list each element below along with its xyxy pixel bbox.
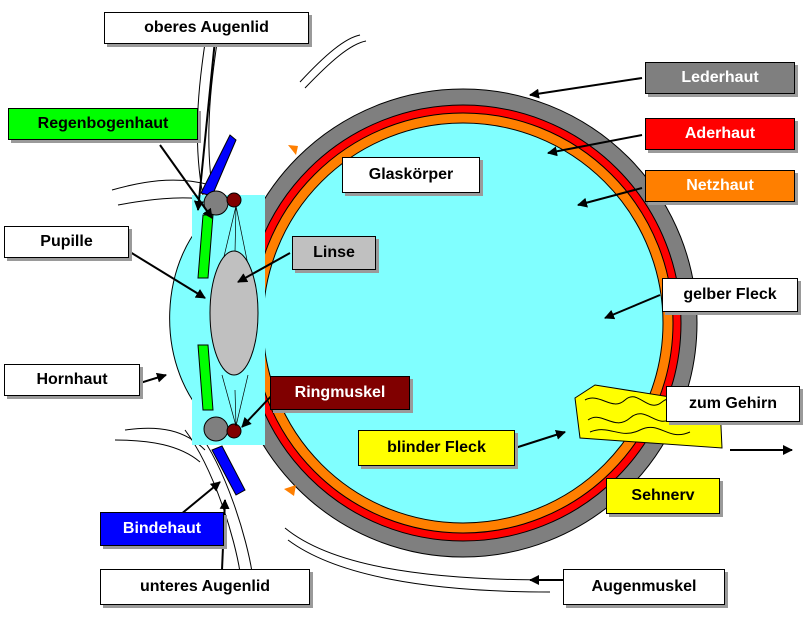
- arrow-blinder-fleck: [514, 429, 566, 449]
- iris-lower: [197, 344, 214, 411]
- label-zum-gehirn: zum Gehirn: [666, 386, 800, 422]
- label-netzhaut: Netzhaut: [645, 170, 795, 202]
- arrow-ringmuskel: [241, 391, 276, 428]
- arrow-pupille: [129, 251, 206, 299]
- label-augenmuskel: Augenmuskel: [563, 569, 725, 605]
- ringmuskel-upper: [226, 192, 242, 208]
- label-oberes-augenlid: oberes Augenlid: [104, 12, 309, 44]
- arrow-lederhaut: [529, 77, 643, 99]
- ringmuskel-lower: [226, 423, 242, 439]
- label-pupille: Pupille: [4, 226, 129, 258]
- lower-knob: [203, 416, 229, 442]
- label-aderhaut: Aderhaut: [645, 118, 795, 150]
- pointer-arrows: [129, 39, 793, 585]
- label-blinder-fleck: blinder Fleck: [358, 430, 515, 466]
- zonular-fibers: [221, 205, 249, 427]
- arrow-oberes-augenlid: [193, 39, 216, 211]
- label-linse: Linse: [292, 236, 376, 270]
- arrow-bindehaut: [179, 481, 221, 516]
- label-ringmuskel: Ringmuskel: [270, 376, 410, 410]
- linse-lens: [209, 250, 259, 376]
- arrow-regenbogenhaut: [159, 144, 213, 219]
- bindehaut-lower: [211, 445, 246, 496]
- label-unteres-augenlid: unteres Augenlid: [100, 569, 310, 605]
- label-lederhaut: Lederhaut: [645, 62, 795, 94]
- arrow-aderhaut: [547, 134, 643, 157]
- label-bindehaut: Bindehaut: [100, 512, 224, 546]
- arrow-netzhaut: [577, 187, 643, 208]
- label-gelber-fleck: gelber Fleck: [662, 278, 798, 312]
- arrow-hornhaut: [139, 372, 167, 384]
- arrow-linse: [237, 252, 291, 283]
- bindehaut-upper: [200, 134, 237, 197]
- notch-lower: [284, 485, 296, 496]
- label-regenbogenhaut: Regenbogenhaut: [8, 108, 198, 140]
- arrow-gelber-fleck: [604, 294, 661, 320]
- notch-upper: [288, 145, 298, 155]
- label-sehnerv: Sehnerv: [606, 478, 720, 514]
- label-glaskoerper: Glaskörper: [342, 157, 480, 193]
- label-hornhaut: Hornhaut: [4, 364, 140, 396]
